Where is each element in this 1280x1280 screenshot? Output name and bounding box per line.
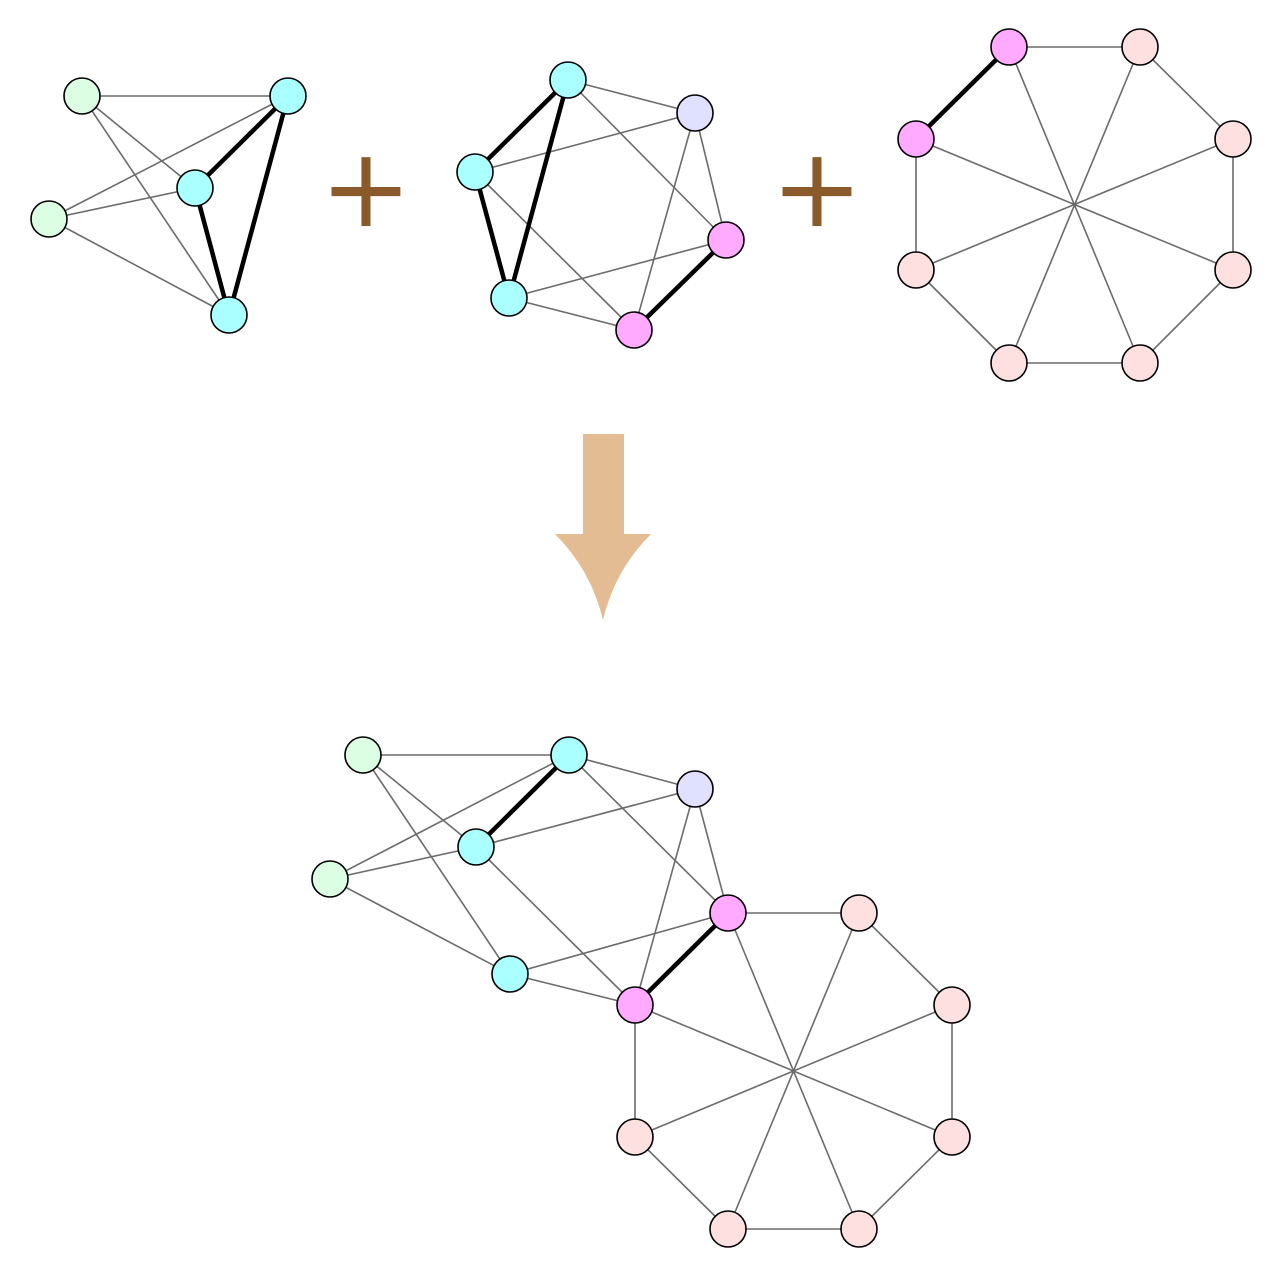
edge-p3-p4 — [1139, 269, 1234, 364]
edge-c1-c3-bold — [192, 185, 232, 318]
edge-c1-c3-bold — [472, 169, 512, 301]
edge-l1-m2 — [694, 112, 727, 241]
node-c2 — [269, 77, 307, 115]
node-l1 — [676, 770, 714, 808]
node-g2 — [311, 860, 349, 898]
edge-g1-c1 — [362, 754, 477, 848]
edge-c3-m2 — [508, 239, 727, 299]
edge-g1-c3 — [81, 95, 230, 316]
edge-p1-p2 — [634, 1136, 729, 1230]
node-p4 — [1214, 251, 1252, 289]
edge-c1-c2-bold — [473, 752, 572, 850]
node-g2 — [30, 200, 68, 238]
node-p1 — [616, 1118, 654, 1156]
node-c2 — [550, 736, 588, 774]
edge-c3-m2 — [509, 912, 729, 975]
node-p1 — [897, 251, 935, 289]
edge-g2-c1 — [48, 187, 196, 220]
node-m1 — [897, 120, 935, 158]
node-c3 — [490, 279, 528, 317]
node-p3 — [840, 1210, 878, 1248]
edge-m1-m2-bold — [632, 910, 731, 1008]
node-g1 — [63, 77, 101, 115]
edge-g2-c2 — [48, 95, 289, 220]
node-p4 — [933, 1118, 971, 1156]
plus-sign-1: + — [320, 124, 412, 252]
edge-g2-c3 — [329, 878, 511, 975]
down-arrow-icon — [555, 434, 651, 620]
input-graph-1 — [30, 77, 307, 334]
edge-l1-m1 — [634, 788, 696, 1006]
edge-g1-c1 — [81, 95, 196, 189]
edge-m2-m1-bold — [913, 44, 1012, 142]
node-m2 — [709, 894, 747, 932]
node-m1 — [616, 986, 654, 1024]
edge-c2-l1 — [567, 79, 696, 114]
input-graph-3 — [897, 28, 1252, 382]
node-p2 — [709, 1210, 747, 1248]
plus-sign-2: + — [771, 124, 863, 252]
node-c2 — [549, 61, 587, 99]
edge-l1-m1 — [633, 112, 696, 331]
node-g1 — [344, 736, 382, 774]
node-c3 — [210, 296, 248, 334]
edge-c3-m1 — [508, 297, 635, 331]
result-graph — [311, 736, 971, 1248]
node-p5 — [1214, 120, 1252, 158]
edge-c2-l1 — [568, 754, 696, 790]
edge-m1-m2-bold — [631, 237, 729, 333]
edge-g1-c3 — [362, 754, 511, 975]
edge-p5-p6 — [858, 912, 953, 1006]
edge-c1-l1 — [475, 788, 696, 848]
node-p6 — [1121, 28, 1159, 66]
input-graph-2 — [456, 61, 745, 349]
edge-c2-m2 — [567, 79, 727, 241]
edge-c1-m1 — [474, 171, 635, 331]
edge-p3-m2 — [727, 912, 860, 1230]
node-c1 — [456, 153, 494, 191]
node-c3 — [491, 955, 529, 993]
node-p2 — [990, 344, 1028, 382]
node-c1 — [176, 169, 214, 207]
edge-c1-c2-bold — [472, 77, 571, 175]
edge-c2-m2 — [568, 754, 729, 914]
edge-c1-l1 — [474, 112, 696, 173]
node-l1 — [676, 94, 714, 132]
graphs-layer — [30, 28, 1252, 1248]
edge-l1-m2 — [694, 788, 729, 914]
node-c1 — [457, 828, 495, 866]
edge-c3-m1 — [509, 973, 636, 1006]
edge-g2-c2 — [329, 754, 570, 880]
edge-c2-c3-bold — [506, 77, 571, 301]
node-m2 — [990, 28, 1028, 66]
edge-p1-p2 — [915, 269, 1010, 364]
node-m2 — [707, 221, 745, 259]
node-p6 — [840, 894, 878, 932]
edge-g2-c1 — [329, 846, 477, 880]
edge-p3-p4 — [858, 1136, 953, 1230]
edge-p3-m2 — [1008, 46, 1141, 364]
edge-c2-c3-bold — [226, 93, 291, 318]
edge-c1-m1 — [475, 846, 636, 1006]
edge-p5-p6 — [1139, 46, 1234, 140]
edge-c1-c2-bold — [192, 93, 291, 191]
node-p3 — [1121, 344, 1159, 382]
edge-g2-c3 — [48, 218, 230, 316]
node-p5 — [933, 986, 971, 1024]
node-m1 — [615, 311, 653, 349]
